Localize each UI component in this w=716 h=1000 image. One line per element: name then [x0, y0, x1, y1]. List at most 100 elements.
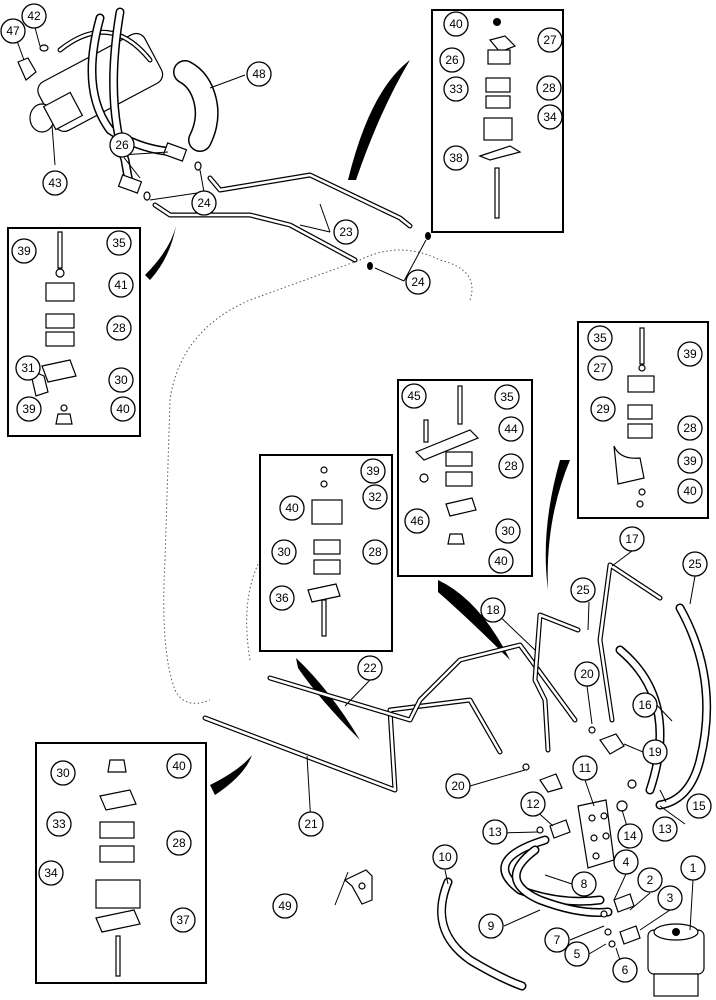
callout-3: 3	[657, 885, 683, 911]
callout-39-right-top: 39	[677, 341, 703, 367]
callout-40-top: 40	[443, 11, 469, 37]
fitting-47	[17, 57, 37, 81]
callout-40-center: 40	[279, 495, 305, 521]
callout-27-top: 27	[537, 27, 563, 53]
callout-34-top: 34	[537, 104, 563, 130]
svg-text:27: 27	[543, 33, 557, 47]
svg-text:39: 39	[683, 454, 697, 468]
svg-text:25: 25	[576, 583, 590, 597]
callout-30-left: 30	[108, 367, 134, 393]
callout-31: 31	[15, 355, 41, 381]
callout-8: 8	[571, 871, 597, 897]
svg-text:34: 34	[44, 866, 58, 880]
svg-text:44: 44	[504, 422, 518, 436]
svg-text:41: 41	[114, 278, 128, 292]
callout-13-right: 13	[652, 816, 678, 842]
svg-text:24: 24	[197, 196, 211, 210]
swoosh-box-c	[296, 658, 360, 740]
callout-23: 23	[333, 219, 359, 245]
swoosh-box-f	[210, 755, 252, 795]
o-ring-42	[39, 44, 49, 52]
clamp-parts-36	[307, 466, 343, 637]
callout-40-right: 40	[677, 478, 703, 504]
svg-text:46: 46	[410, 514, 424, 528]
svg-text:40: 40	[172, 759, 186, 773]
hoses-15-16	[615, 603, 712, 810]
callout-26-inset: 26	[439, 47, 465, 73]
callout-19: 19	[642, 739, 668, 765]
svg-text:23: 23	[339, 225, 353, 239]
hoses-8-9	[500, 835, 613, 917]
callout-14: 14	[617, 823, 643, 849]
callout-46: 46	[404, 508, 430, 534]
svg-text:40: 40	[494, 554, 508, 568]
svg-text:8: 8	[581, 877, 588, 891]
callout-10: 10	[432, 844, 458, 870]
callout-37: 37	[170, 907, 196, 933]
callout-9: 9	[478, 913, 504, 939]
callout-28-center: 28	[362, 539, 388, 565]
svg-text:38: 38	[449, 151, 463, 165]
callout-25-left: 25	[570, 577, 596, 603]
clamp-parts-31	[29, 231, 77, 425]
svg-text:40: 40	[116, 402, 130, 416]
return-hose-48	[173, 60, 219, 152]
callout-39-right-bottom: 39	[677, 448, 703, 474]
svg-text:6: 6	[622, 963, 629, 977]
svg-text:35: 35	[112, 236, 126, 250]
svg-text:35: 35	[593, 331, 607, 345]
svg-text:10: 10	[438, 850, 452, 864]
svg-text:40: 40	[285, 501, 299, 515]
callout-1: 1	[680, 855, 706, 881]
callout-13-left: 13	[482, 819, 508, 845]
callout-18: 18	[480, 597, 506, 623]
callout-29: 29	[590, 396, 616, 422]
callout-30-mid: 30	[495, 518, 521, 544]
svg-text:29: 29	[596, 402, 610, 416]
callout-33-bottom: 33	[46, 811, 72, 837]
fittings-12-14	[536, 779, 637, 839]
callout-44: 44	[498, 416, 524, 442]
fittings-19-20	[522, 726, 625, 793]
callout-28-top: 28	[536, 75, 562, 101]
svg-text:22: 22	[363, 661, 377, 675]
svg-text:34: 34	[543, 110, 557, 124]
callout-48: 48	[246, 61, 272, 87]
svg-text:11: 11	[579, 761, 592, 775]
callout-30-bottom: 30	[50, 760, 76, 786]
small-fittings-2-7	[600, 893, 641, 948]
svg-text:3: 3	[667, 891, 674, 905]
callout-28-bottom: 28	[166, 830, 192, 856]
svg-text:26: 26	[445, 53, 459, 67]
callout-28-right: 28	[677, 415, 703, 441]
callout-12: 12	[520, 791, 546, 817]
svg-text:13: 13	[488, 825, 502, 839]
manifold-plate-11	[577, 799, 615, 869]
svg-text:28: 28	[172, 836, 186, 850]
svg-text:45: 45	[407, 389, 421, 403]
svg-text:36: 36	[275, 591, 289, 605]
svg-text:27: 27	[593, 361, 607, 375]
callout-balloons: 1 2 3 4 5 6 7 8 9 10 11 12 13 13 14 15 1…	[0, 3, 712, 983]
svg-text:49: 49	[278, 899, 292, 913]
svg-text:28: 28	[368, 545, 382, 559]
svg-text:1: 1	[690, 861, 697, 875]
steel-lines-21-22	[202, 642, 578, 793]
callout-42: 42	[21, 3, 47, 29]
svg-text:20: 20	[451, 779, 465, 793]
callout-40-left: 40	[110, 396, 136, 422]
callout-33-top: 33	[443, 76, 469, 102]
steel-lines-23	[152, 172, 413, 263]
svg-text:19: 19	[648, 745, 662, 759]
svg-text:17: 17	[625, 532, 639, 546]
callout-11: 11	[572, 755, 598, 781]
svg-text:28: 28	[542, 81, 556, 95]
callout-15: 15	[686, 793, 712, 819]
svg-text:33: 33	[449, 82, 463, 96]
svg-text:7: 7	[554, 933, 561, 947]
svg-text:21: 21	[304, 817, 318, 831]
callout-16: 16	[632, 692, 658, 718]
callout-49: 49	[272, 893, 298, 919]
callout-7: 7	[544, 927, 570, 953]
